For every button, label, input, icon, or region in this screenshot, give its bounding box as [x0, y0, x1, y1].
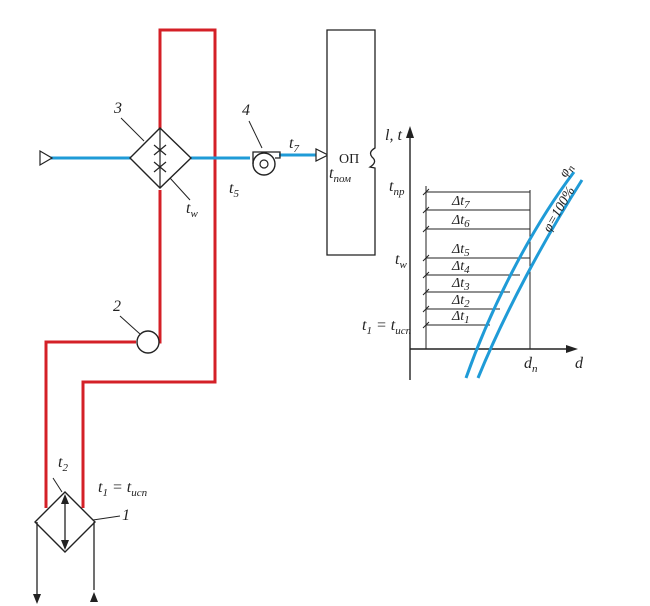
air-line [50, 153, 318, 160]
t1-label: t1 = tисп [98, 479, 148, 499]
room-label: ОП [339, 152, 359, 167]
hot-pipe-outer [81, 28, 217, 508]
curve-phi-100 [476, 179, 584, 379]
delta-t4: Δt4 [451, 259, 470, 276]
hot-water-loop [44, 28, 217, 508]
t-w-label: tw [395, 251, 407, 271]
x-axis-label: d [575, 355, 584, 372]
t-pr-label: tпр [389, 178, 405, 198]
t1-tisp-label: t1 = tисп [362, 317, 412, 337]
delta-t1: Δt1 [451, 309, 470, 326]
dn-label: dп [524, 355, 538, 375]
t7-label: t7 [289, 135, 299, 155]
delta-t3: Δt3 [451, 276, 470, 293]
t2-label: t2 [58, 454, 68, 474]
psychrometric-chart [406, 126, 584, 380]
heat-exchanger-1 [33, 477, 121, 604]
y-axis-label: l, t [385, 127, 402, 144]
delta-t7: Δt7 [451, 194, 470, 211]
heat-exchanger-3 [120, 117, 193, 201]
hot-pipe-inner-left [44, 340, 136, 508]
temperature-levels [425, 186, 530, 349]
label-2: 2 [113, 298, 121, 315]
label-1: 1 [122, 507, 130, 524]
room-inlet-marker [315, 148, 330, 162]
room-box [326, 29, 376, 256]
t5-label: t5 [229, 180, 239, 200]
pump-2 [119, 315, 160, 354]
fan-4 [248, 120, 281, 176]
delta-labels: Δt7 Δt6 Δt5 Δt4 Δt3 Δt2 Δt1 [451, 194, 470, 326]
label-4: 4 [242, 102, 250, 119]
air-inlet-marker [39, 149, 54, 167]
curve-phi-n [464, 171, 576, 379]
t-room: tпом [329, 165, 351, 185]
tw-label: tw [186, 200, 198, 220]
delta-t5: Δt5 [451, 242, 470, 259]
curve-phi-label: φп [556, 161, 578, 181]
delta-t2: Δt2 [451, 293, 470, 310]
delta-t6: Δt6 [451, 213, 470, 230]
hot-pipe-inner [148, 190, 162, 344]
label-3: 3 [113, 100, 122, 117]
